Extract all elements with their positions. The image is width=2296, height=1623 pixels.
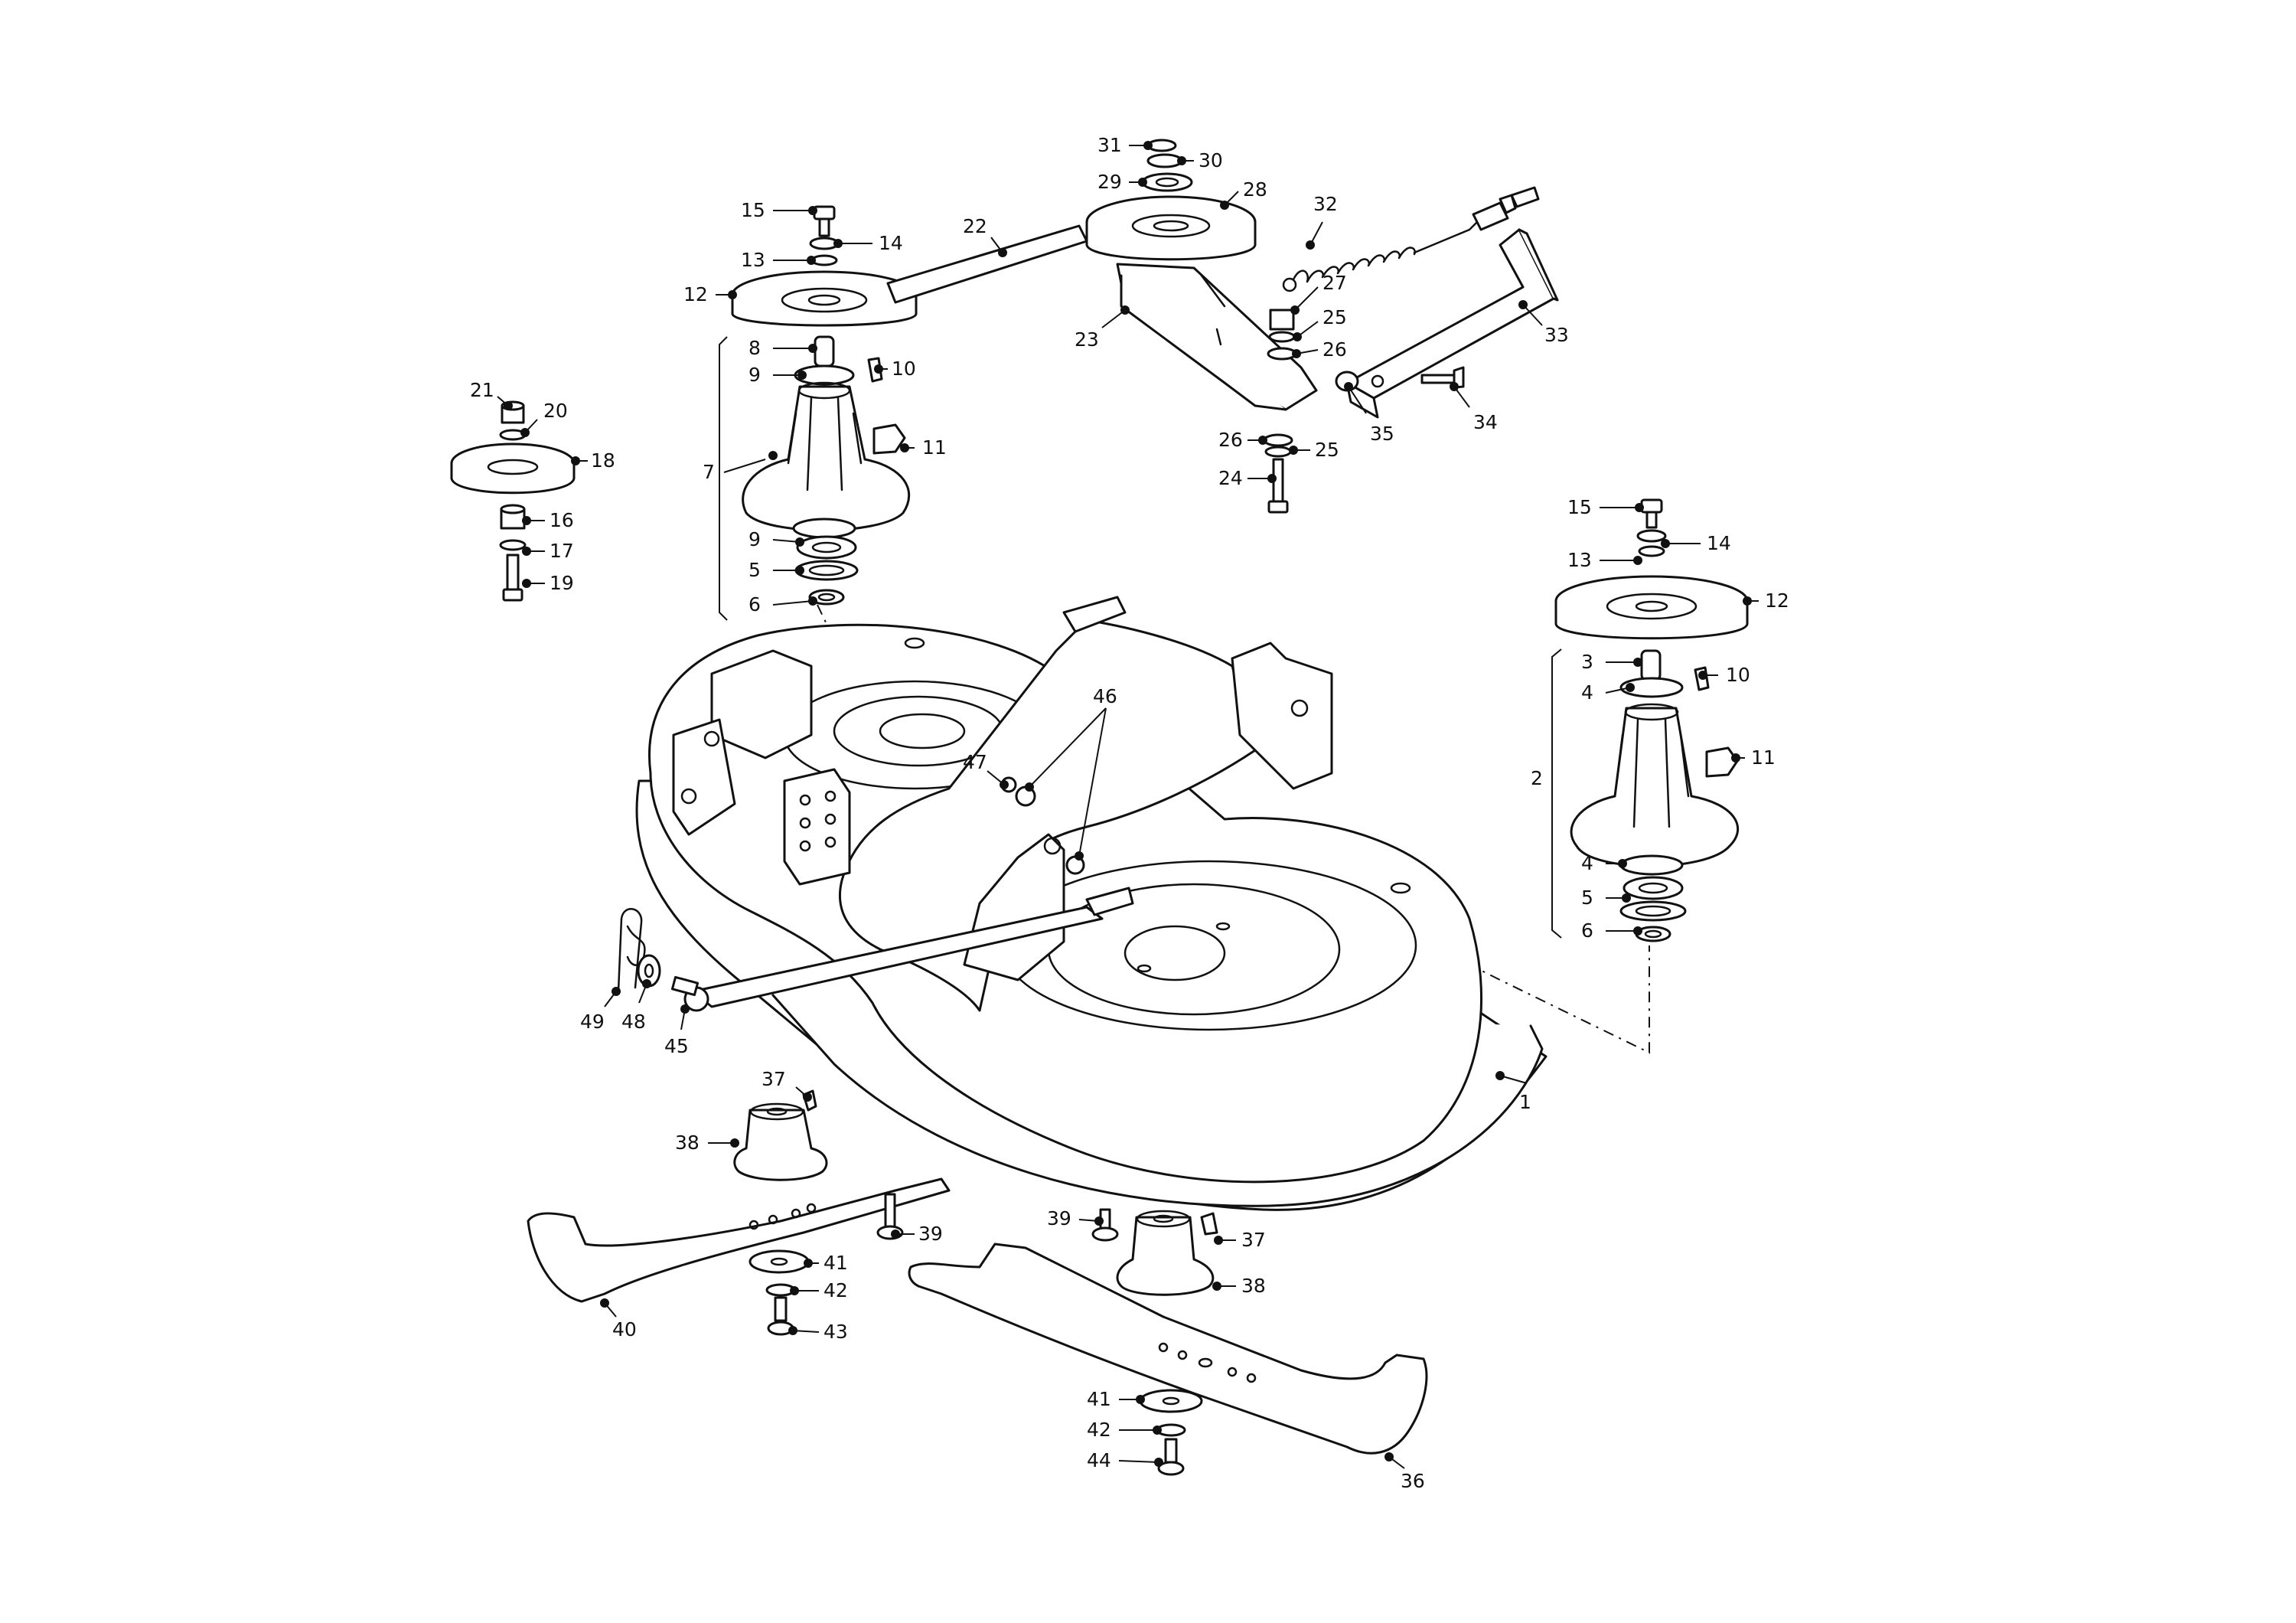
- part-callouts: 1 2 3 4 4 5 5 6 6 7 8 9 9: [470, 134, 1789, 1492]
- callout-9-upper: 9: [748, 364, 761, 386]
- callout-4-lower: 4: [1581, 852, 1593, 874]
- callout-17: 17: [550, 540, 574, 562]
- callout-26-upper: 26: [1322, 338, 1347, 361]
- callout-36: 36: [1401, 1470, 1425, 1492]
- hairpin-clip-and-washer: [617, 908, 661, 993]
- callout-18: 18: [591, 449, 615, 472]
- callout-48: 48: [621, 1011, 646, 1033]
- callout-45: 45: [664, 1035, 689, 1057]
- callout-21: 21: [470, 379, 494, 401]
- callout-10-left: 10: [892, 358, 916, 380]
- callout-30: 30: [1199, 149, 1223, 171]
- callout-8: 8: [748, 337, 761, 359]
- lift-link-rod: [670, 776, 1134, 1012]
- callout-5-right: 5: [1581, 887, 1593, 909]
- callout-20: 20: [543, 400, 568, 422]
- callout-3: 3: [1581, 651, 1593, 673]
- callout-34: 34: [1473, 411, 1498, 433]
- callout-49: 49: [580, 1011, 605, 1033]
- callout-31: 31: [1097, 134, 1122, 156]
- callout-33: 33: [1544, 324, 1569, 346]
- callout-6-left: 6: [748, 593, 761, 616]
- callout-13-left: 13: [741, 249, 765, 271]
- callout-43: 43: [823, 1321, 848, 1343]
- tensioner-assembly: [886, 139, 1559, 514]
- callout-26-lower: 26: [1218, 429, 1243, 451]
- callout-14-right: 14: [1707, 532, 1731, 554]
- callout-6-right: 6: [1581, 919, 1593, 942]
- idler-pulley-assembly: [450, 400, 576, 602]
- callout-15-left: 15: [741, 199, 765, 221]
- callout-13-right: 13: [1567, 549, 1592, 571]
- callout-12-left: 12: [683, 283, 708, 305]
- callout-11-left: 11: [922, 436, 947, 459]
- callout-37-left: 37: [762, 1068, 786, 1090]
- callout-39-left: 39: [918, 1223, 943, 1245]
- callout-41-right: 41: [1087, 1388, 1111, 1410]
- callout-4-upper: 4: [1581, 681, 1593, 704]
- callout-11-right: 11: [1751, 746, 1776, 769]
- callout-38-right: 38: [1241, 1275, 1266, 1297]
- callout-12-right: 12: [1765, 589, 1789, 612]
- callout-40: 40: [612, 1318, 637, 1341]
- callout-25-lower: 25: [1315, 439, 1339, 461]
- callout-44: 44: [1087, 1449, 1111, 1471]
- blade-hardware: [748, 1193, 1203, 1476]
- callout-7: 7: [703, 461, 715, 483]
- callout-42-right: 42: [1087, 1419, 1111, 1441]
- callout-46: 46: [1093, 685, 1117, 707]
- callout-47: 47: [963, 751, 987, 773]
- callout-2: 2: [1531, 767, 1543, 789]
- callout-32: 32: [1313, 193, 1338, 215]
- callout-29: 29: [1097, 171, 1122, 193]
- callout-19: 19: [550, 572, 574, 594]
- callout-37-right: 37: [1241, 1229, 1266, 1251]
- callout-41-left: 41: [823, 1252, 848, 1274]
- callout-10-right: 10: [1726, 664, 1750, 686]
- callout-1: 1: [1519, 1091, 1531, 1113]
- callout-23: 23: [1075, 328, 1099, 351]
- callout-35: 35: [1370, 423, 1394, 445]
- callout-5-left: 5: [748, 559, 761, 581]
- callout-15-right: 15: [1567, 496, 1592, 518]
- cutter-deck-housing: [635, 596, 1548, 1211]
- callout-39-right: 39: [1047, 1207, 1071, 1229]
- callout-24: 24: [1218, 467, 1243, 489]
- callout-14-left: 14: [879, 232, 903, 254]
- callout-42-left: 42: [823, 1279, 848, 1301]
- callout-25-upper: 25: [1322, 306, 1347, 328]
- callout-27: 27: [1322, 272, 1347, 294]
- left-spindle-assembly: [719, 205, 918, 621]
- callout-9-lower: 9: [748, 528, 761, 550]
- callout-28: 28: [1243, 178, 1267, 201]
- callout-16: 16: [550, 509, 574, 531]
- callout-38-left: 38: [675, 1132, 700, 1154]
- callout-22: 22: [963, 215, 987, 237]
